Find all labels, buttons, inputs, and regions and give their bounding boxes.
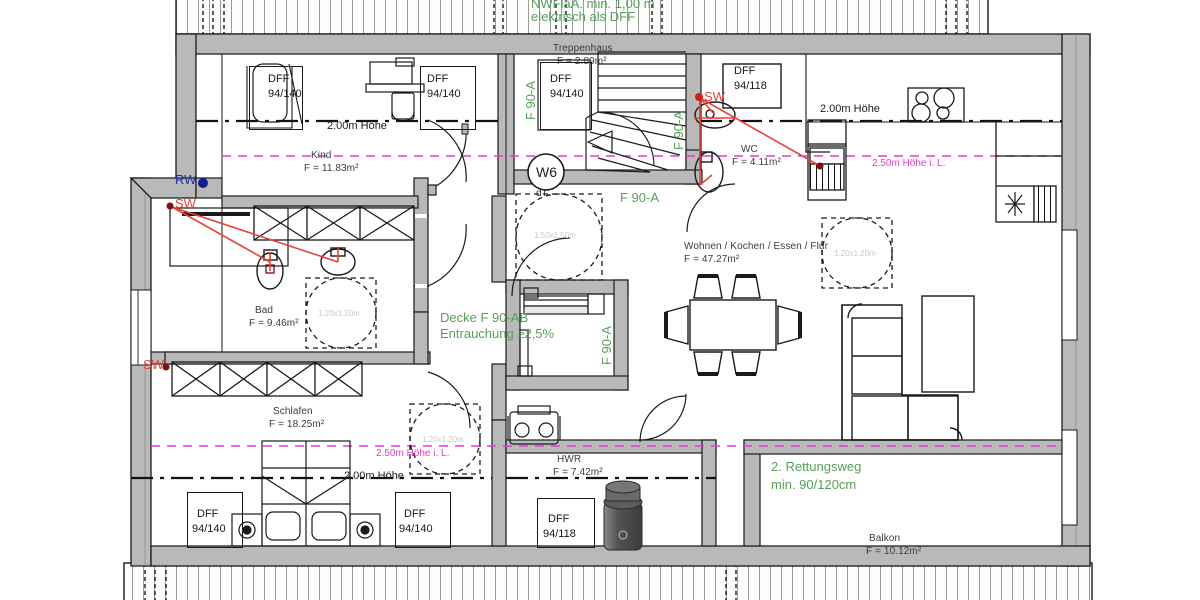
room-label-bad-area: F = 9.46m² — [249, 318, 299, 329]
boiler-tank — [603, 480, 643, 551]
room-label-bad-name: Bad — [255, 305, 274, 316]
room-label-hwr-name: HWR — [557, 454, 582, 465]
dff-label-bottom-mid: DFF — [404, 508, 426, 520]
label-f90a-vertical-left: F 90-A — [523, 80, 538, 120]
note-rettungsweg-line2: min. 90/120cm — [771, 477, 857, 492]
dff-size-top-left: 94/140 — [268, 88, 302, 100]
note-nwflaecha: NWFläA. min. 1,00 m — [531, 0, 655, 11]
door-swings — [427, 119, 736, 443]
dff-window-box-bottom-mid — [395, 492, 451, 548]
room-label-wc-name: WC — [741, 144, 758, 155]
dff-size-treppenhaus: 94/140 — [550, 88, 584, 100]
room-label-balkon-name: Balkon — [869, 533, 901, 544]
turning-circles — [305, 193, 893, 475]
room-label-schlafen-area: F = 18.25m² — [269, 419, 325, 430]
turning-circle-label-flur: 1.50x1.50m — [534, 231, 576, 240]
washing-machine — [507, 405, 561, 445]
room-label-wohnen-area: F = 47.27m² — [684, 254, 740, 265]
room-label-balkon-area: F = 10.12m² — [866, 546, 922, 557]
marker-rw: RW — [175, 172, 197, 187]
dim-200-schlafen: 2.00m Höhe — [344, 470, 404, 482]
wall-openings — [415, 214, 427, 288]
room-label-wc-area: F = 4.11m² — [732, 157, 781, 168]
dff-size-kind: 94/140 — [427, 88, 461, 100]
dff-size-bottom-mid: 94/140 — [399, 523, 433, 535]
kitchen — [805, 54, 1062, 223]
room-label-wohnen-name: Wohnen / Kochen / Essen / Flur — [684, 241, 829, 252]
dff-window-box-treppenhaus — [540, 62, 592, 130]
turning-circle-label-bad: 1.20x1.20m — [318, 309, 360, 318]
note-rettungsweg-line1: 2. Rettungsweg — [771, 459, 862, 474]
dff-label-hwr: DFF — [548, 513, 570, 525]
turning-circle-label-wohnen: 1.20x1.20m — [834, 249, 876, 258]
dff-window-box-hwr — [537, 498, 595, 548]
window-marker-w6 — [527, 153, 565, 191]
dff-label-wc: DFF — [734, 65, 756, 77]
room-label-hwr-area: F = 7.42m² — [553, 467, 603, 478]
label-f90a-vertical-stairs: F 90-A — [671, 110, 686, 150]
room-label-treppenhaus-area: F = 2.89m² — [557, 56, 607, 67]
bath-fixtures — [169, 207, 356, 290]
room-label-schlafen-name: Schlafen — [273, 406, 313, 417]
smoke-detector-points — [162, 93, 824, 371]
note-entrauchung: Entrauchung ≥2,5% — [440, 326, 555, 341]
dim-250-right: 2.50m Höhe i. L. — [872, 158, 946, 169]
dining-set — [664, 274, 802, 376]
label-f90a-vertical-shaft: F 90-A — [599, 325, 614, 365]
dff-label-kind: DFF — [427, 73, 449, 85]
dim-200-kitchen: 2.00m Höhe — [820, 103, 880, 115]
dff-size-hwr: 94/118 — [543, 528, 576, 540]
room-label-kind-name: Kind — [311, 150, 332, 161]
note-elektrisch-dff: elektrisch als DFF — [531, 9, 636, 24]
dff-window-box-bottom-left — [187, 492, 243, 548]
dim-250-schlafen: 2.50m Höhe i. L. — [376, 448, 450, 459]
room-label-kind-area: F = 11.83m² — [304, 163, 359, 174]
marker-sw-bad: SW — [175, 196, 196, 211]
dff-label-treppenhaus: DFF — [550, 73, 572, 85]
marker-dt: dT — [536, 188, 548, 199]
label-f90a-horizontal: F 90-A — [620, 190, 660, 205]
marker-w6: W6 — [536, 164, 557, 180]
turning-circle-label-schlafen: 1.20x1.20m — [422, 435, 464, 444]
note-decke-f90ab: Decke F 90-AB — [440, 310, 529, 325]
marker-sw-left: SW — [143, 357, 164, 372]
bed — [231, 440, 381, 547]
dff-label-top-left: DFF — [268, 73, 290, 85]
sofa — [841, 295, 975, 441]
hwr-equipment — [507, 405, 643, 551]
staircase — [537, 51, 687, 173]
dff-window-box-kind — [420, 66, 476, 130]
dff-window-box-top-left — [249, 66, 303, 130]
height-line-250 — [151, 155, 1062, 447]
room-label-treppenhaus-name: Treppenhaus — [553, 43, 613, 54]
dff-label-bottom-left: DFF — [197, 508, 219, 520]
smoke-detector-cabling — [171, 97, 821, 271]
section-line-200 — [131, 119, 1062, 480]
roof-batten-top — [175, 0, 989, 35]
wardrobe-lower — [171, 361, 363, 397]
wardrobe-upper — [253, 205, 415, 241]
exterior-walls — [129, 33, 1091, 567]
dff-size-bottom-left: 94/140 — [192, 523, 226, 535]
dim-200-top-left: 2.00m Höhe — [327, 120, 387, 132]
dff-size-wc: 94/118 — [734, 80, 767, 92]
marker-sw-wc: SW — [704, 89, 725, 104]
shaft-internals — [517, 287, 605, 377]
wall-inner-outlines — [150, 53, 1063, 546]
